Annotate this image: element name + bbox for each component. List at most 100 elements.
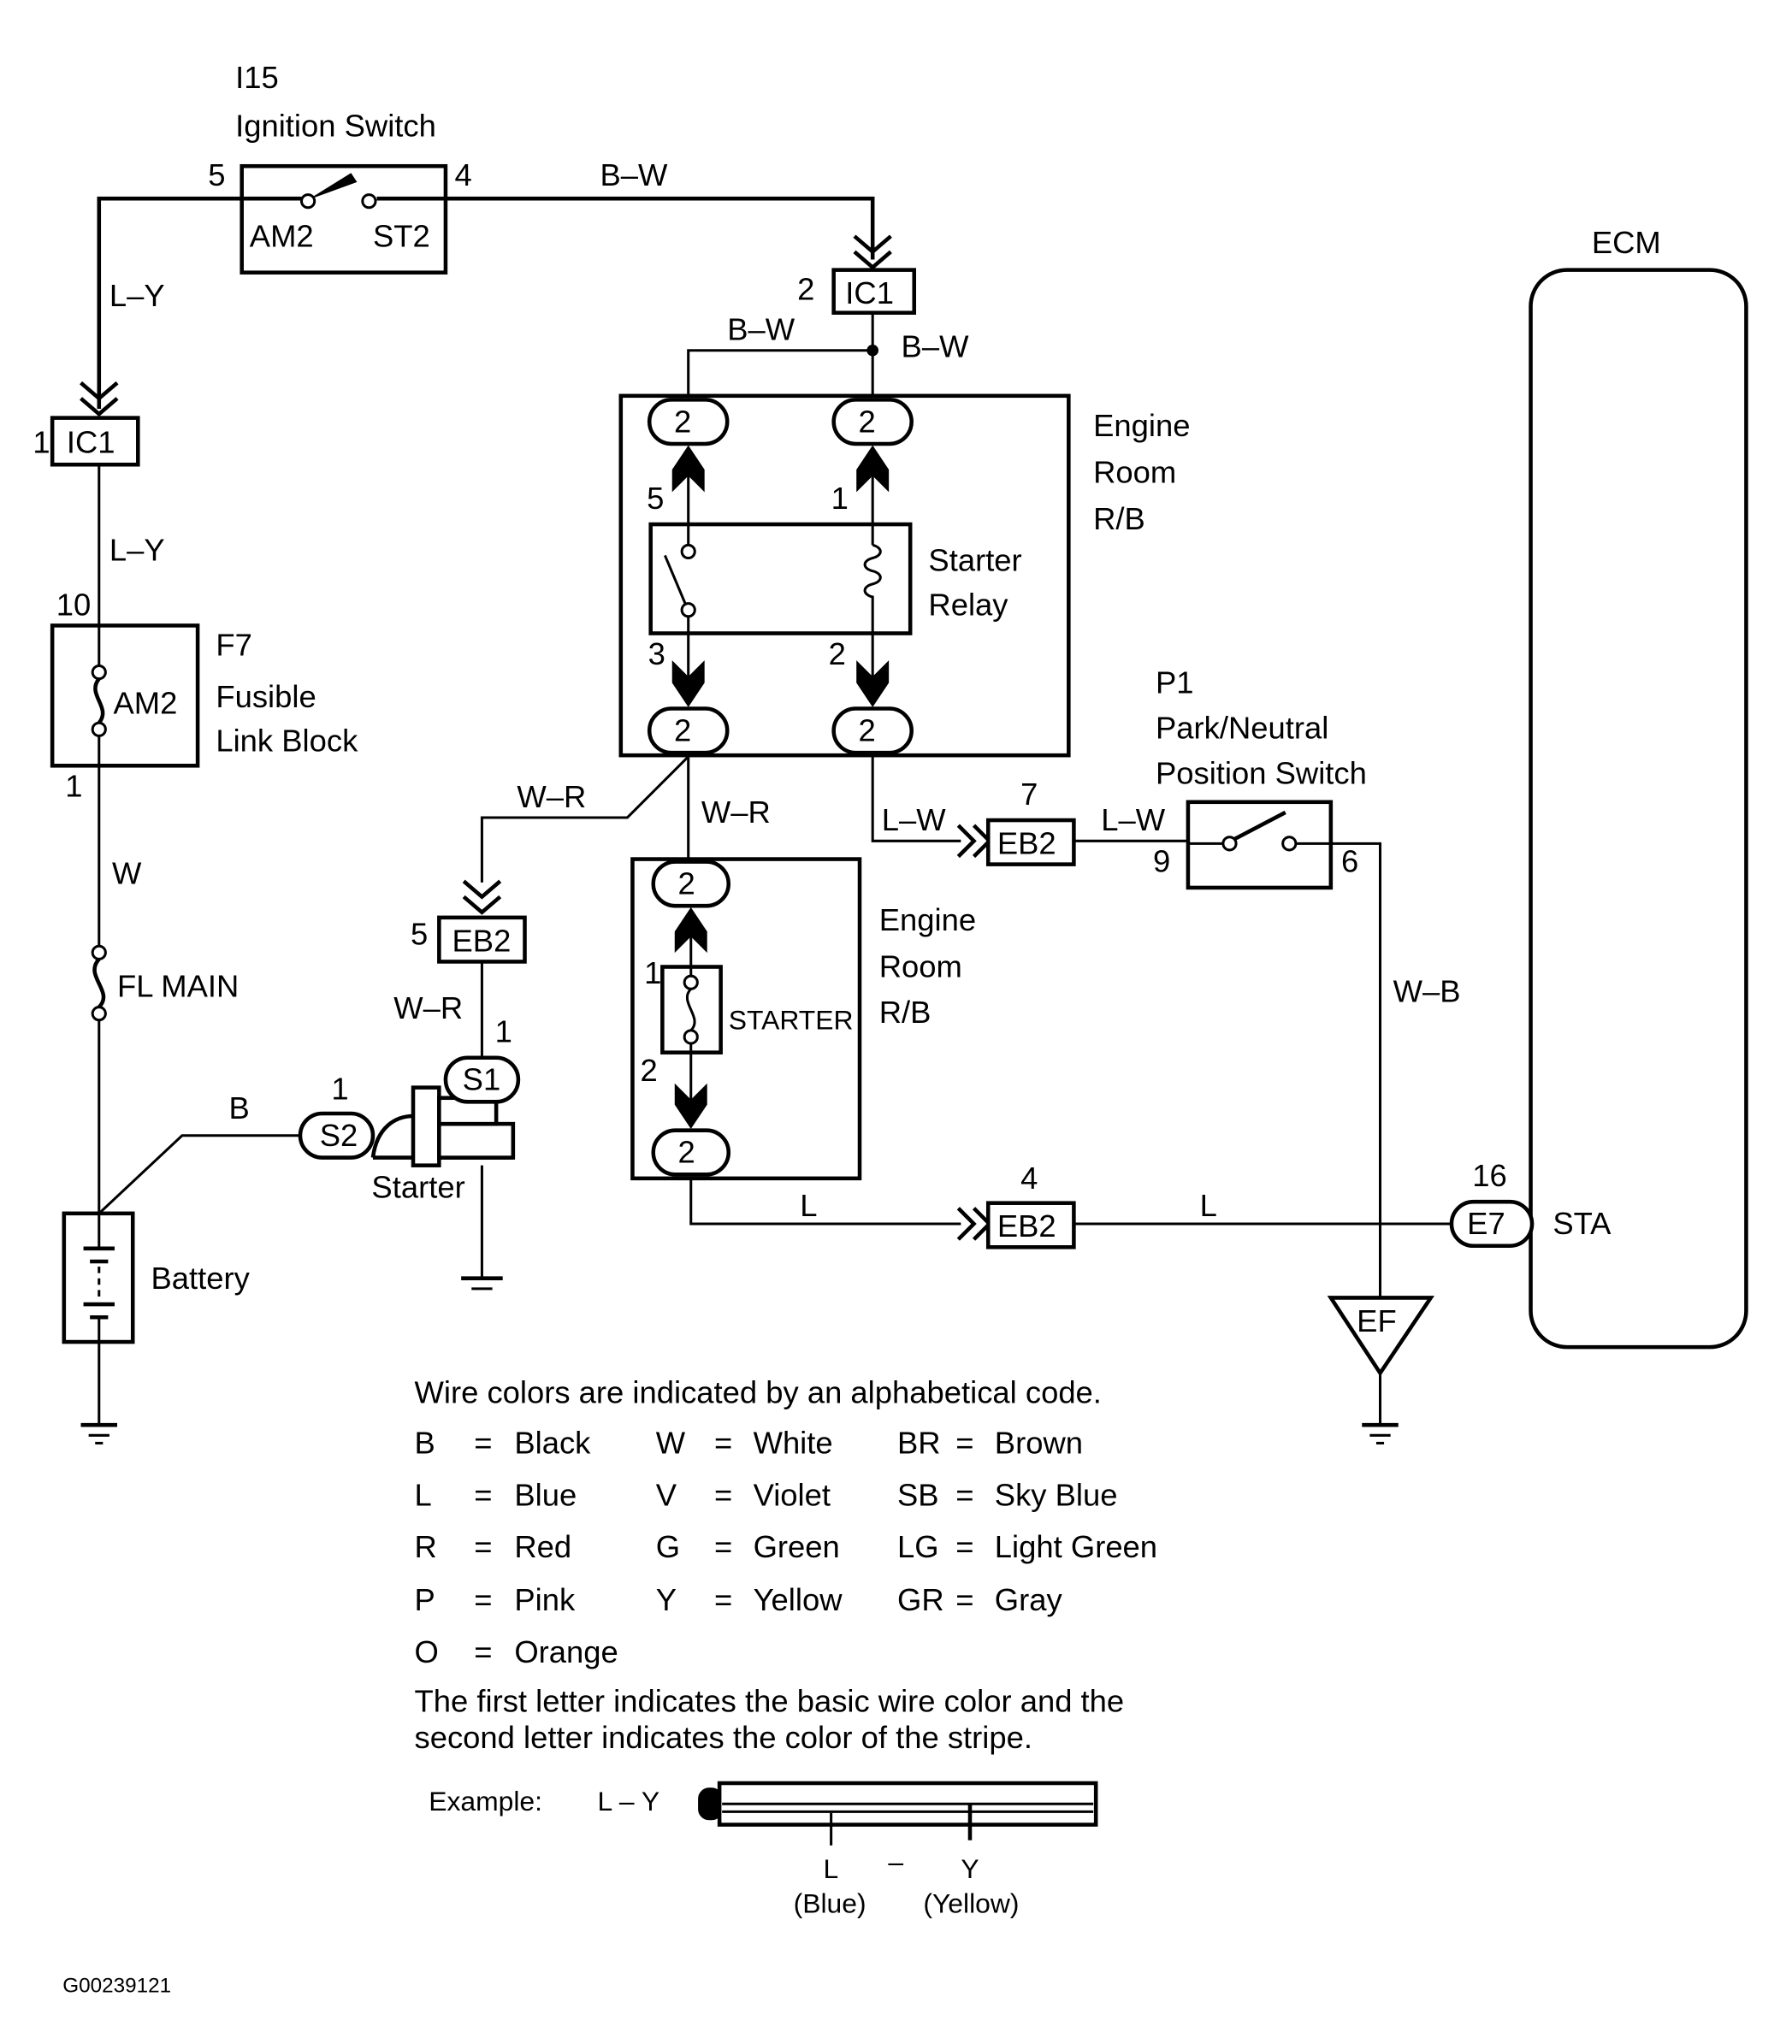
ignition-switch: I15 Ignition Switch 5 4 AM2 ST2 bbox=[208, 60, 472, 275]
starter-motor: S2 1 S1 1 Starter bbox=[298, 1014, 521, 1205]
ecm-terminal-sta: STA bbox=[1552, 1206, 1612, 1241]
legend-row: P=Pink Y=Yellow GR=Gray bbox=[415, 1582, 1063, 1617]
svg-text:2: 2 bbox=[858, 712, 875, 747]
rb2-pin-2: 2 bbox=[641, 1053, 658, 1088]
ecm-label: ECM bbox=[1592, 225, 1661, 260]
connector-arrow-icon bbox=[80, 381, 119, 417]
wire-b-w-branch bbox=[687, 349, 873, 396]
rb2-terminal-bottom: 2 bbox=[651, 1128, 731, 1177]
rb2-pin-1: 1 bbox=[644, 955, 661, 990]
pn-pin-6: 6 bbox=[1341, 844, 1358, 879]
eb2-4-pin: 4 bbox=[1020, 1161, 1038, 1196]
wire-label-b: B bbox=[229, 1090, 250, 1125]
wire-label-w-r-low: W–R bbox=[393, 990, 463, 1025]
svg-text:=: = bbox=[955, 1582, 973, 1617]
starter-s2-label: S2 bbox=[320, 1118, 358, 1153]
ic1-left-pin: 1 bbox=[33, 425, 50, 460]
relay-pin-1: 1 bbox=[831, 481, 849, 516]
fusible-name-2: Link Block bbox=[216, 724, 358, 759]
relay-switch-icon bbox=[663, 554, 688, 606]
wire-color-legend: Wire colors are indicated by an alphabet… bbox=[415, 1374, 1158, 1918]
svg-text:Light Green: Light Green bbox=[995, 1529, 1157, 1564]
relay-name-1: Starter bbox=[928, 543, 1021, 578]
fl-main-label: FL MAIN bbox=[117, 968, 239, 1003]
ignition-contact-st2: ST2 bbox=[373, 218, 430, 253]
example-second-letter: Y bbox=[961, 1853, 979, 1884]
fl-main-fuse: FL MAIN bbox=[91, 944, 239, 1022]
fusible-pin-10: 10 bbox=[56, 587, 92, 622]
park-neutral-position-switch: P1 Park/Neutral Position Switch 9 6 bbox=[1153, 665, 1367, 890]
svg-text:P: P bbox=[415, 1582, 435, 1617]
relay-pin-5: 5 bbox=[647, 481, 664, 516]
eb2-4-label: EB2 bbox=[997, 1208, 1056, 1244]
wire-label-b-w-right: B–W bbox=[902, 328, 970, 363]
example-first-name: (Blue) bbox=[794, 1888, 866, 1919]
ecm: ECM E7 16 STA bbox=[1449, 225, 1748, 1350]
svg-text:2: 2 bbox=[674, 712, 691, 747]
rb-top-name-2: Room bbox=[1093, 454, 1176, 489]
fusible-name-1: Fusible bbox=[216, 679, 316, 714]
eb2-7-pin: 7 bbox=[1020, 777, 1038, 812]
svg-text:L: L bbox=[415, 1477, 432, 1512]
example-dash: – bbox=[888, 1846, 903, 1877]
legend-note-2: second letter indicates the color of the… bbox=[415, 1720, 1032, 1755]
connector-eb2-7: EB2 7 bbox=[956, 777, 1076, 866]
pn-pin-9: 9 bbox=[1153, 844, 1170, 879]
relay-pin-3: 3 bbox=[648, 636, 665, 671]
ecm-connector-e7 bbox=[1449, 1199, 1535, 1249]
connector-ic1-left: IC1 1 bbox=[33, 381, 140, 467]
relay-name-2: Relay bbox=[928, 587, 1008, 622]
ignition-pin-5: 5 bbox=[208, 157, 225, 192]
starter-label: Starter bbox=[371, 1170, 464, 1205]
fusible-link-block: 10 AM2 F7 Fusible Link Block 1 bbox=[50, 587, 358, 804]
svg-text:Y: Y bbox=[656, 1582, 677, 1617]
legend-intro: Wire colors are indicated by an alphabet… bbox=[415, 1374, 1102, 1409]
svg-text:Pink: Pink bbox=[514, 1582, 576, 1617]
svg-text:2: 2 bbox=[678, 866, 695, 901]
starter-s1-pin: 1 bbox=[495, 1014, 512, 1049]
wire-label-b-w-top: B–W bbox=[600, 157, 669, 192]
wire-w-r-top bbox=[480, 755, 689, 883]
wire-l-w-1 bbox=[871, 755, 961, 842]
connector-arrow-icon bbox=[462, 879, 502, 915]
rb-terminal-bottom-left: 2 bbox=[647, 706, 730, 755]
wire-label-w: W bbox=[112, 855, 142, 890]
pn-switch-code: P1 bbox=[1156, 665, 1194, 700]
engine-room-rb-relay-block: 2 2 2 2 5 1 3 2 bbox=[618, 393, 1071, 758]
svg-text:LG: LG bbox=[897, 1529, 939, 1564]
svg-text:=: = bbox=[474, 1634, 492, 1669]
pn-switch-name-2: Position Switch bbox=[1156, 756, 1367, 791]
wire-label-l-w-1: L–W bbox=[882, 802, 946, 837]
figure-id: G00239121 bbox=[62, 1974, 171, 1997]
legend-row: L=Blue V=Violet SB=Sky Blue bbox=[415, 1477, 1118, 1512]
legend-note-1: The first letter indicates the basic wir… bbox=[415, 1684, 1125, 1719]
ecm-connector-pin: 16 bbox=[1472, 1158, 1507, 1193]
connector-arrow-icon bbox=[853, 234, 892, 270]
svg-text:BR: BR bbox=[897, 1426, 941, 1461]
connector-ic1-top: IC1 2 bbox=[797, 234, 917, 315]
svg-text:V: V bbox=[656, 1477, 677, 1512]
ignition-contact-am2: AM2 bbox=[250, 218, 314, 253]
example-code: L – Y bbox=[597, 1786, 659, 1817]
ground-point-icon bbox=[1327, 1296, 1434, 1377]
rb-terminal-top-left: 2 bbox=[647, 398, 730, 446]
relay-coil-icon bbox=[863, 543, 882, 634]
svg-text:Brown: Brown bbox=[995, 1426, 1083, 1461]
svg-text:2: 2 bbox=[678, 1135, 695, 1170]
rb-top-name-1: Engine bbox=[1093, 408, 1190, 443]
fusible-pin-1: 1 bbox=[65, 769, 82, 804]
wire-label-l-y-1: L–Y bbox=[109, 278, 165, 313]
legend-row: B=Black W=White BR=Brown bbox=[415, 1426, 1084, 1461]
legend-example: Example: L – Y L – Y (Blue) (Yellow) bbox=[429, 1781, 1098, 1919]
wire-b-w-top bbox=[376, 196, 875, 260]
svg-text:=: = bbox=[474, 1426, 492, 1461]
connector-eb2-4: EB2 4 bbox=[956, 1161, 1076, 1249]
wire-l-1 bbox=[689, 1178, 961, 1226]
wire-label-l-1: L bbox=[800, 1188, 817, 1223]
example-second-name: (Yellow) bbox=[923, 1888, 1019, 1919]
splice-point-icon bbox=[866, 344, 879, 357]
wire-label-w-r-mid: W–R bbox=[701, 795, 771, 830]
svg-text:Violet: Violet bbox=[754, 1477, 831, 1512]
rb2-name-2: Room bbox=[879, 949, 962, 984]
